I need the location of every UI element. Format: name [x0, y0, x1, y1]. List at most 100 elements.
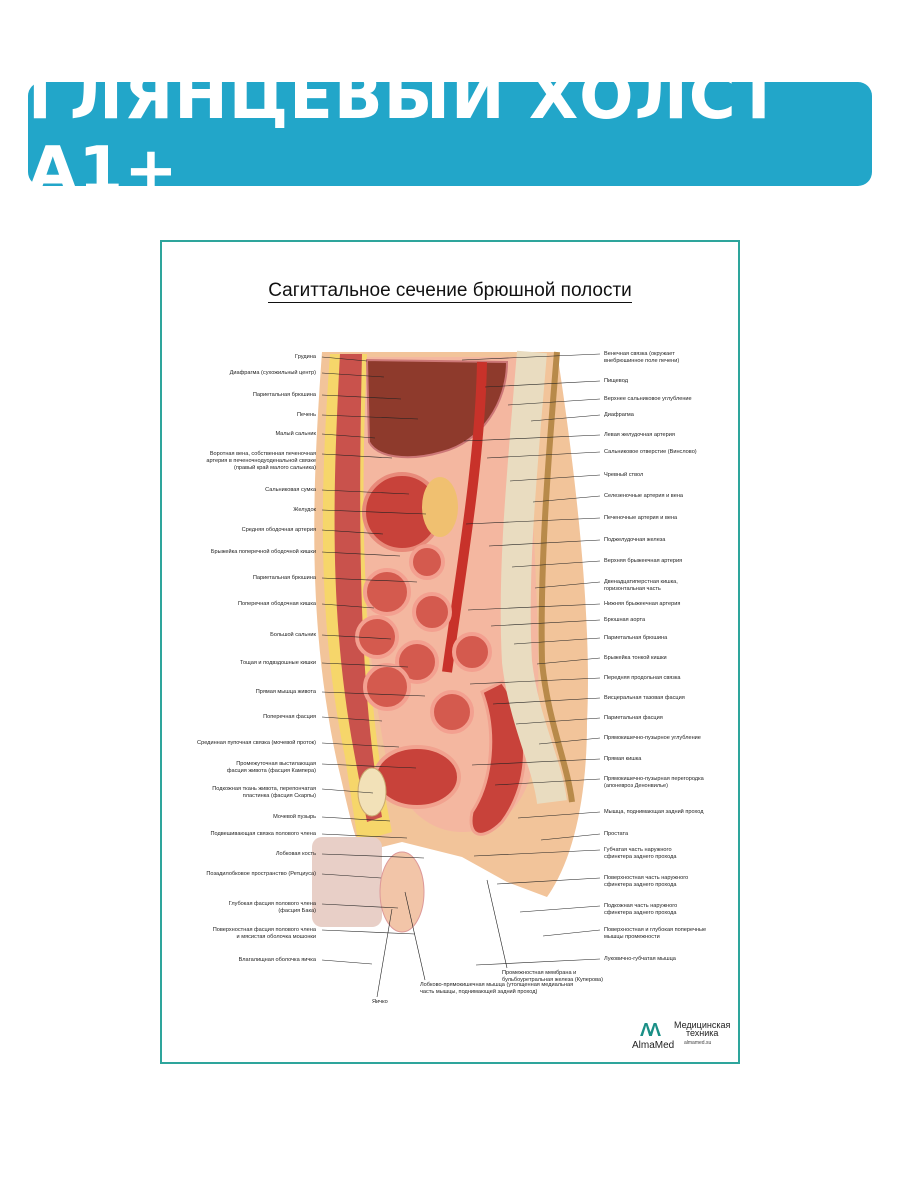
left-label: Париетальная брюшина — [252, 392, 316, 398]
right-label: Брыжейка тонкой кишки — [604, 655, 667, 661]
leader-line — [519, 905, 601, 913]
left-label: Печень — [297, 412, 316, 418]
left-label: Диафрагма (сухожильный центр) — [229, 370, 316, 376]
right-label: Простата — [604, 831, 629, 837]
right-label: Передняя продольная связка — [604, 675, 681, 681]
leader-line — [321, 853, 425, 859]
right-label: Венечная связка (окружает внебрюшинное п… — [604, 351, 680, 364]
leader-line — [486, 879, 508, 969]
right-label: Селезеночные артерия и вена — [604, 493, 684, 499]
leader-line — [321, 433, 376, 439]
right-label: Поверхностная часть наружного сфинктера … — [604, 875, 689, 888]
right-label: Левая желудочная артерия — [604, 432, 675, 438]
sagittal-section-illustration — [312, 350, 601, 998]
leader-line — [509, 474, 601, 482]
right-label: Брюшная аорта — [604, 617, 646, 623]
right-label: Нижняя брыжеечная артерия — [604, 601, 681, 607]
leader-line — [536, 657, 601, 665]
product-banner: ГЛЯНЦЕВЫЙ ХОЛСТ А1+ — [28, 60, 872, 208]
right-label: Луковично-губчатая мышца — [604, 956, 676, 962]
leader-line — [511, 560, 601, 568]
leader-line — [321, 453, 393, 459]
left-label: Средняя ободочная артерия — [241, 527, 316, 533]
leader-line — [321, 873, 382, 879]
leader-line — [321, 489, 410, 495]
right-label: Чревный ствол — [604, 472, 644, 478]
left-label: Париетальная брюшина — [252, 575, 316, 581]
urinary-bladder — [373, 745, 461, 809]
leader-line — [321, 372, 385, 378]
leader-line — [538, 737, 601, 745]
liver — [365, 358, 509, 459]
leader-line — [494, 778, 601, 786]
leader-line — [517, 811, 601, 819]
leader-line — [475, 958, 601, 966]
leader-line — [321, 509, 427, 515]
right-label: Губчатая часть наружного сфинктера задне… — [604, 847, 677, 860]
leader-line — [473, 849, 601, 857]
leader-line — [488, 539, 601, 547]
right-label: Пищевод — [604, 378, 628, 384]
almamed-logo: ΛΛ AlmaMed Медицинская техника almamed.s… — [632, 1020, 742, 1056]
spine — [500, 350, 575, 805]
leader-line — [465, 517, 601, 525]
pancreas — [422, 477, 458, 537]
left-label: Лобковая кость — [275, 851, 316, 857]
leader-line — [321, 742, 400, 748]
left-label: Воротная вена, собственная печеночная ар… — [206, 451, 316, 471]
leader-line — [321, 634, 392, 640]
banner-text: ГЛЯНЦЕВЫЙ ХОЛСТ А1+ — [28, 60, 782, 208]
right-label: Подкожная часть наружного сфинктера задн… — [604, 903, 678, 916]
leader-line — [467, 603, 601, 611]
leader-line — [530, 414, 601, 422]
right-label: Висцеральная тазовая фасция — [604, 695, 685, 701]
leader-line — [321, 903, 399, 909]
leader-line — [321, 788, 374, 794]
right-label: Прямокишечно-пузырная перегородка (апоне… — [604, 776, 704, 789]
poster-title: Сагиттальное сечение брюшной полости — [268, 280, 632, 303]
right-label: Сальниковое отверстие (Винслово) — [604, 449, 697, 455]
left-label: Брыжейка поперечной ободочной кишки — [210, 549, 316, 555]
right-label: Верхнее сальниковое углубление — [604, 396, 692, 402]
bottom-label: Яичко — [372, 999, 388, 1005]
blurred-region — [312, 837, 382, 927]
right-label: Прямокишечно-пузырное углубление — [604, 735, 701, 741]
left-label: Срединная пупочная связка (мочевой прото… — [197, 740, 316, 746]
right-label: Мышца, поднимающая задний проход — [604, 809, 704, 815]
left-label: Желудок — [293, 507, 316, 513]
leader-line — [321, 929, 416, 935]
logo-tagline: Медицинская техника — [674, 1020, 731, 1038]
leader-line — [321, 716, 383, 722]
leader-line — [321, 662, 409, 668]
leader-line — [404, 891, 426, 981]
small-intestine-loops — [355, 544, 492, 734]
anatomy-poster: Сагиттальное сечение брюшной полости — [160, 240, 740, 1064]
right-label: Поверхностная и глубокая поперечные мышц… — [604, 927, 707, 940]
left-label: Сальниковая сумка — [265, 487, 316, 493]
aorta — [442, 361, 487, 673]
leader-line — [486, 451, 601, 459]
right-label: Печеночные артерия и вена — [604, 515, 678, 521]
leader-line — [496, 877, 601, 885]
leader-line — [321, 833, 408, 839]
right-label: Диафрагма — [604, 412, 634, 418]
leader-line — [513, 637, 601, 645]
left-label: Промежуточная выстилающая фасция живота … — [226, 761, 316, 774]
left-label: Поперечная фасция — [263, 714, 316, 720]
leader-line — [376, 908, 393, 998]
right-label: Двенадцатиперстная кишка, горизонтальная… — [604, 579, 678, 592]
left-label: Прямая мышца живота — [255, 689, 316, 695]
left-label: Тощая и подвздошные кишки — [240, 660, 316, 666]
left-label: Поверхностная фасция полового члена и мя… — [212, 927, 316, 940]
leader-line — [321, 763, 417, 769]
left-label: Подкожная ткань живота, перепончатая пла… — [212, 786, 316, 799]
leader-line — [461, 353, 601, 361]
leader-line — [321, 394, 402, 400]
leader-line — [534, 581, 601, 589]
rectus-muscle — [334, 354, 382, 822]
leader-line — [321, 691, 426, 697]
leader-line — [484, 380, 601, 388]
logo-mark: ΛΛ — [640, 1020, 661, 1040]
leader-line — [463, 434, 601, 442]
leader-line — [321, 356, 368, 362]
